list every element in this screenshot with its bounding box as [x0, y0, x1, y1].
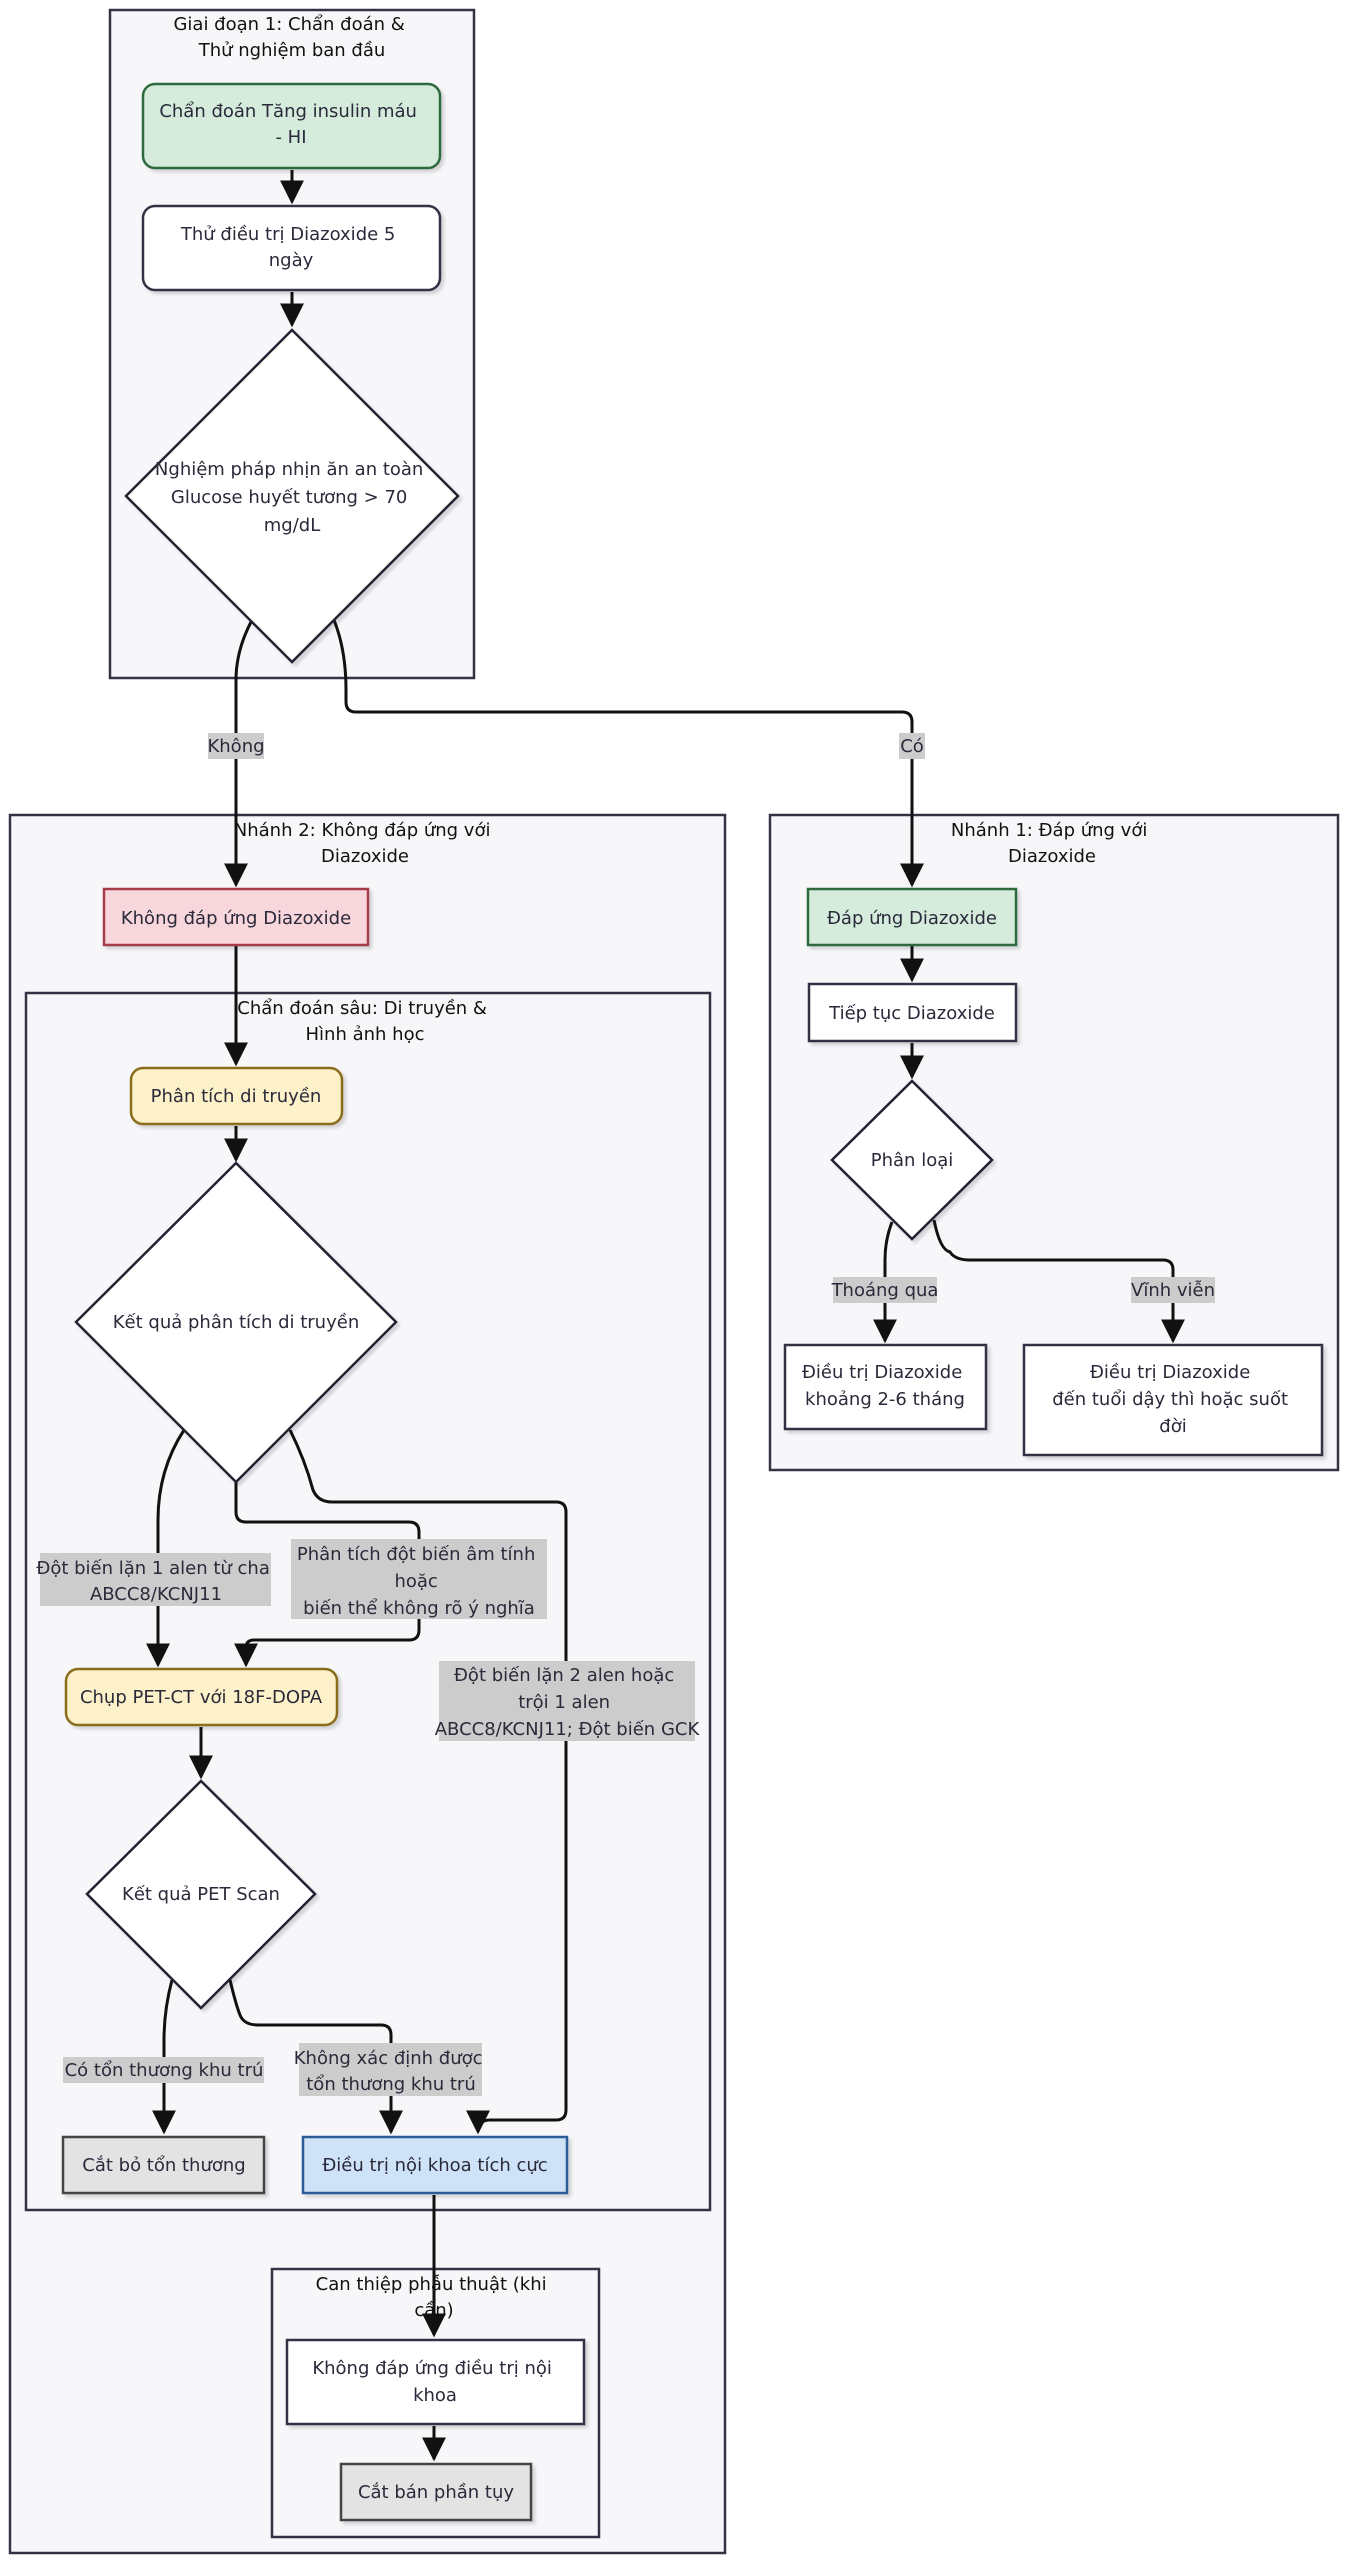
- svg-text:Không đáp ứng Diazoxide: Không đáp ứng Diazoxide: [121, 908, 351, 929]
- group-deep-title: Chẩn đoán sâu: Di truyền & Hình ảnh học: [237, 998, 492, 1045]
- node-response: Đáp ứng Diazoxide: [806, 887, 1018, 947]
- svg-text:Nghiệm pháp nhịn ăn an toàn: Nghiệm pháp nhịn ăn an toàn Glucose huyế…: [155, 459, 429, 536]
- node-diazoxide-trial: Thử điều trị Diazoxide 5 ngày: [141, 204, 442, 292]
- edge-label-transient: Thoáng qua: [831, 1277, 939, 1303]
- svg-text:Có: Có: [900, 736, 924, 757]
- edge-label-focal: Có tổn thương khu trú: [63, 2057, 264, 2083]
- svg-text:Đột biến lặn 1 alen từ cha: Đột biến lặn 1 alen từ cha ABCC8/KCNJ11: [36, 1558, 275, 1605]
- svg-text:Đáp ứng Diazoxide: Đáp ứng Diazoxide: [827, 908, 997, 929]
- edge-label-nonfocal: Không xác định được tổn thương khu trú: [294, 2043, 489, 2096]
- group-branch1-title: Nhánh 1: Đáp ứng với Diazoxide: [951, 820, 1153, 867]
- svg-text:Thoáng qua: Thoáng qua: [831, 1280, 939, 1301]
- node-genetic-result-decision: Kết quả phân tích di truyền: [74, 1161, 398, 1484]
- svg-text:Điều trị Diazoxide đến: Điều trị Diazoxide đến tuổi dậy thì hoặc…: [1052, 1362, 1294, 1437]
- svg-text:Không đáp ứng điều trị nội: Không đáp ứng điều trị nội khoa: [312, 2358, 557, 2406]
- node-hi-diagnosis: Chẩn đoán Tăng insulin máu - HI: [141, 82, 442, 170]
- svg-text:Chẩn đoán Tăng insulin máu: Chẩn đoán Tăng insulin máu - HI: [159, 101, 422, 148]
- edge-result-mono: [146, 1429, 186, 1668]
- svg-text:Vĩnh viễn: Vĩnh viễn: [1131, 1280, 1215, 1301]
- svg-text:Phân loại: Phân loại: [871, 1150, 953, 1171]
- edge-classify-permanent: [932, 1219, 1185, 1344]
- group-phase1-title: Giai đoạn 1: Chẩn đoán & Thử nghiệm ban …: [173, 14, 410, 61]
- svg-text:Chụp PET-CT với 18F-DOPA: Chụp PET-CT với 18F-DOPA: [80, 1687, 323, 1708]
- edge-label-yes: Có: [899, 733, 925, 759]
- node-no-response: Không đáp ứng Diazoxide: [102, 887, 370, 947]
- svg-text:Điều trị Diazoxide kho: Điều trị Diazoxide khoảng 2-6 tháng: [802, 1362, 968, 1410]
- node-permanent-treatment: Điều trị Diazoxide đến tuổi dậy thì hoặc…: [1022, 1343, 1324, 1457]
- svg-text:Không xác định được tổ: Không xác định được tổn thương khu trú: [294, 2048, 489, 2095]
- edge-label-monoallelic: Đột biến lặn 1 alen từ cha ABCC8/KCNJ11: [36, 1553, 275, 1606]
- edge-label-biallelic: Đột biến lặn 2 alen hoặc trội 1 alen ABC…: [435, 1661, 701, 1741]
- node-pet-ct: Chụp PET-CT với 18F-DOPA: [64, 1667, 339, 1727]
- edge-classify-transient: [873, 1221, 897, 1344]
- edge-pet-focal: [152, 1979, 176, 2135]
- edge-test-no: [224, 619, 254, 888]
- edge-result-biallelic: [288, 1429, 568, 2135]
- svg-text:Thử điều trị Diazoxide 5: Thử điều trị Diazoxide 5 ngày: [180, 224, 401, 271]
- svg-text:Không: Không: [207, 736, 264, 757]
- svg-text:Có tổn thương khu trú: Có tổn thương khu trú: [65, 2060, 264, 2081]
- group-branch2-title: Nhánh 2: Không đáp ứng với Diazoxide: [234, 820, 496, 867]
- node-resect-lesion: Cắt bỏ tổn thương: [61, 2135, 266, 2195]
- svg-text:Phân tích đột biến âm tính: Phân tích đột biến âm tính hoặc biến thể…: [297, 1544, 541, 1619]
- svg-text:Điều trị nội khoa tích cực: Điều trị nội khoa tích cực: [322, 2155, 547, 2176]
- svg-text:Cắt bỏ tổn thương: Cắt bỏ tổn thương: [82, 2155, 245, 2176]
- svg-text:Kết quả PET Scan: Kết quả PET Scan: [122, 1884, 280, 1905]
- svg-text:Đột biến lặn 2 alen hoặc: Đột biến lặn 2 alen hoặc trội 1 alen ABC…: [435, 1665, 701, 1740]
- node-medical-treatment: Điều trị nội khoa tích cực: [301, 2135, 569, 2195]
- edge-label-no: Không: [207, 733, 265, 759]
- edge-label-negative: Phân tích đột biến âm tính hoặc biến thể…: [291, 1539, 547, 1619]
- svg-text:Cắt bán phần tụy: Cắt bán phần tụy: [358, 2482, 514, 2503]
- node-continue-diazoxide: Tiếp tục Diazoxide: [807, 982, 1018, 1043]
- node-transient-treatment: Điều trị Diazoxide khoảng 2-6 tháng: [783, 1343, 988, 1431]
- node-fasting-test-decision: Nghiệm pháp nhịn ăn an toàn Glucose huyế…: [124, 328, 460, 664]
- svg-text:Phân tích di truyền: Phân tích di truyền: [151, 1086, 322, 1107]
- node-no-medical-response: Không đáp ứng điều trị nội khoa: [285, 2338, 586, 2426]
- node-pet-result-decision: Kết quả PET Scan: [85, 1779, 317, 2010]
- node-pancreatectomy: Cắt bán phần tụy: [339, 2462, 533, 2522]
- svg-text:Kết quả phân tích di truyền: Kết quả phân tích di truyền: [113, 1312, 359, 1333]
- edge-test-yes: [332, 619, 924, 888]
- edge-pet-nonfocal: [228, 1979, 403, 2135]
- svg-text:Tiếp tục Diazoxide: Tiếp tục Diazoxide: [828, 1003, 995, 1024]
- edge-label-permanent: Vĩnh viễn: [1131, 1277, 1215, 1303]
- node-genetic-analysis: Phân tích di truyền: [129, 1066, 344, 1126]
- node-classify-decision: Phân loại: [830, 1079, 994, 1241]
